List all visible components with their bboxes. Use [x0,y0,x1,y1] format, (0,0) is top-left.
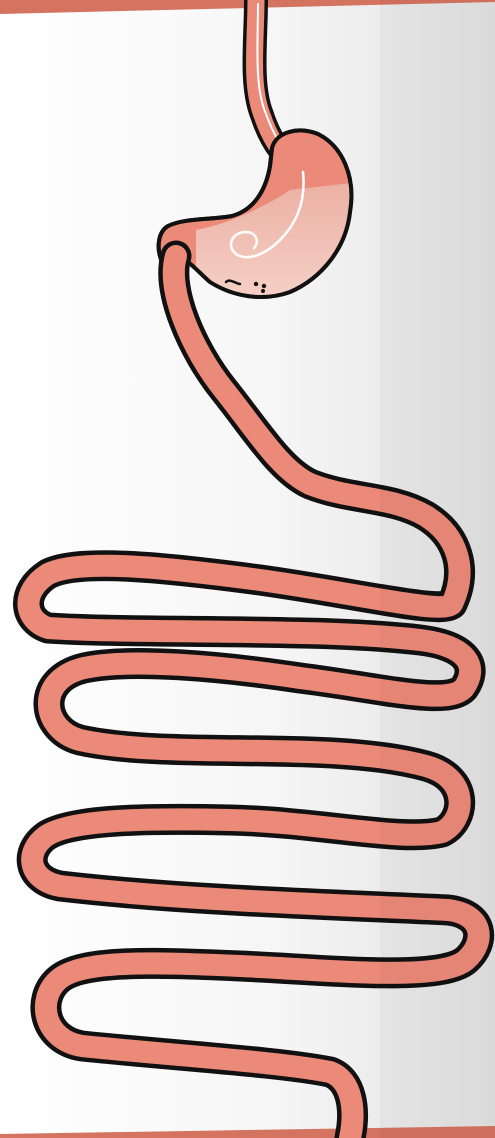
illustration-canvas [0,0,495,1138]
digestive-system-illustration [0,0,495,1138]
